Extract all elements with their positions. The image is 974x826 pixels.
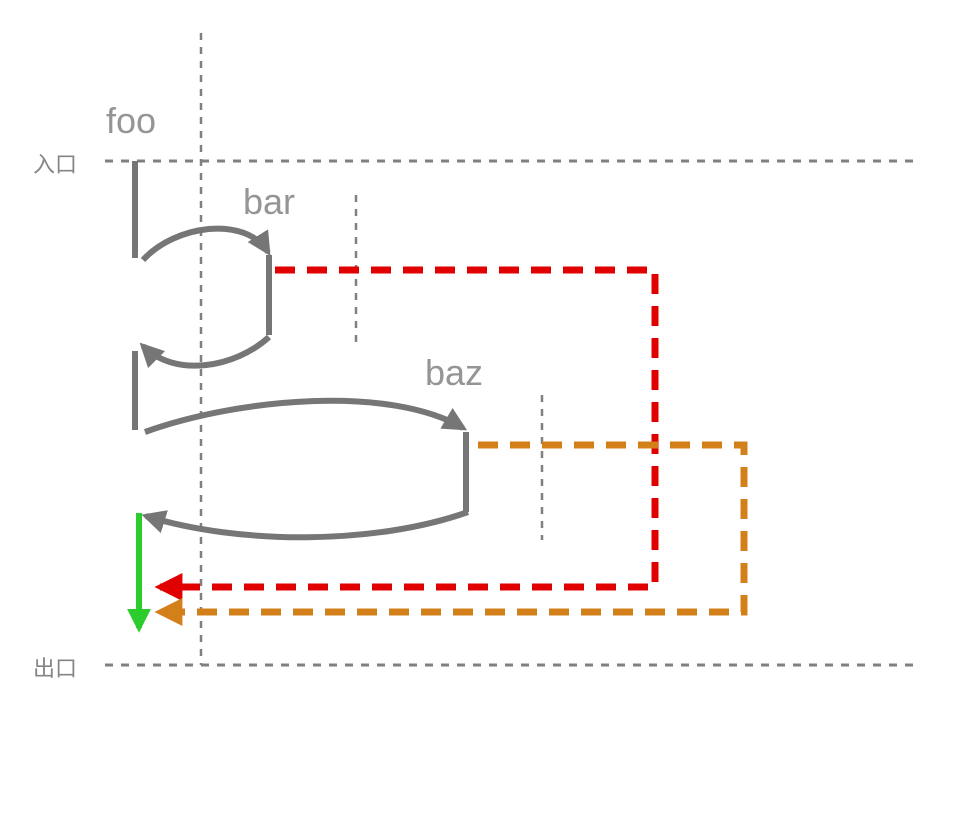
call-arrow-foo-to-baz (143, 397, 468, 435)
baz-label: baz (425, 352, 483, 393)
bar-label: bar (243, 181, 295, 222)
return-arrow-baz-to-foo (141, 509, 470, 541)
return-arrow-bar-to-foo (139, 334, 272, 369)
exit-label: 出口 (33, 657, 77, 682)
entry-label: 入口 (33, 153, 77, 178)
call-arrow-foo-to-bar (140, 225, 271, 263)
bar-return-path (154, 266, 659, 601)
baz-return-path (154, 441, 748, 626)
foo-label: foo (106, 100, 156, 141)
